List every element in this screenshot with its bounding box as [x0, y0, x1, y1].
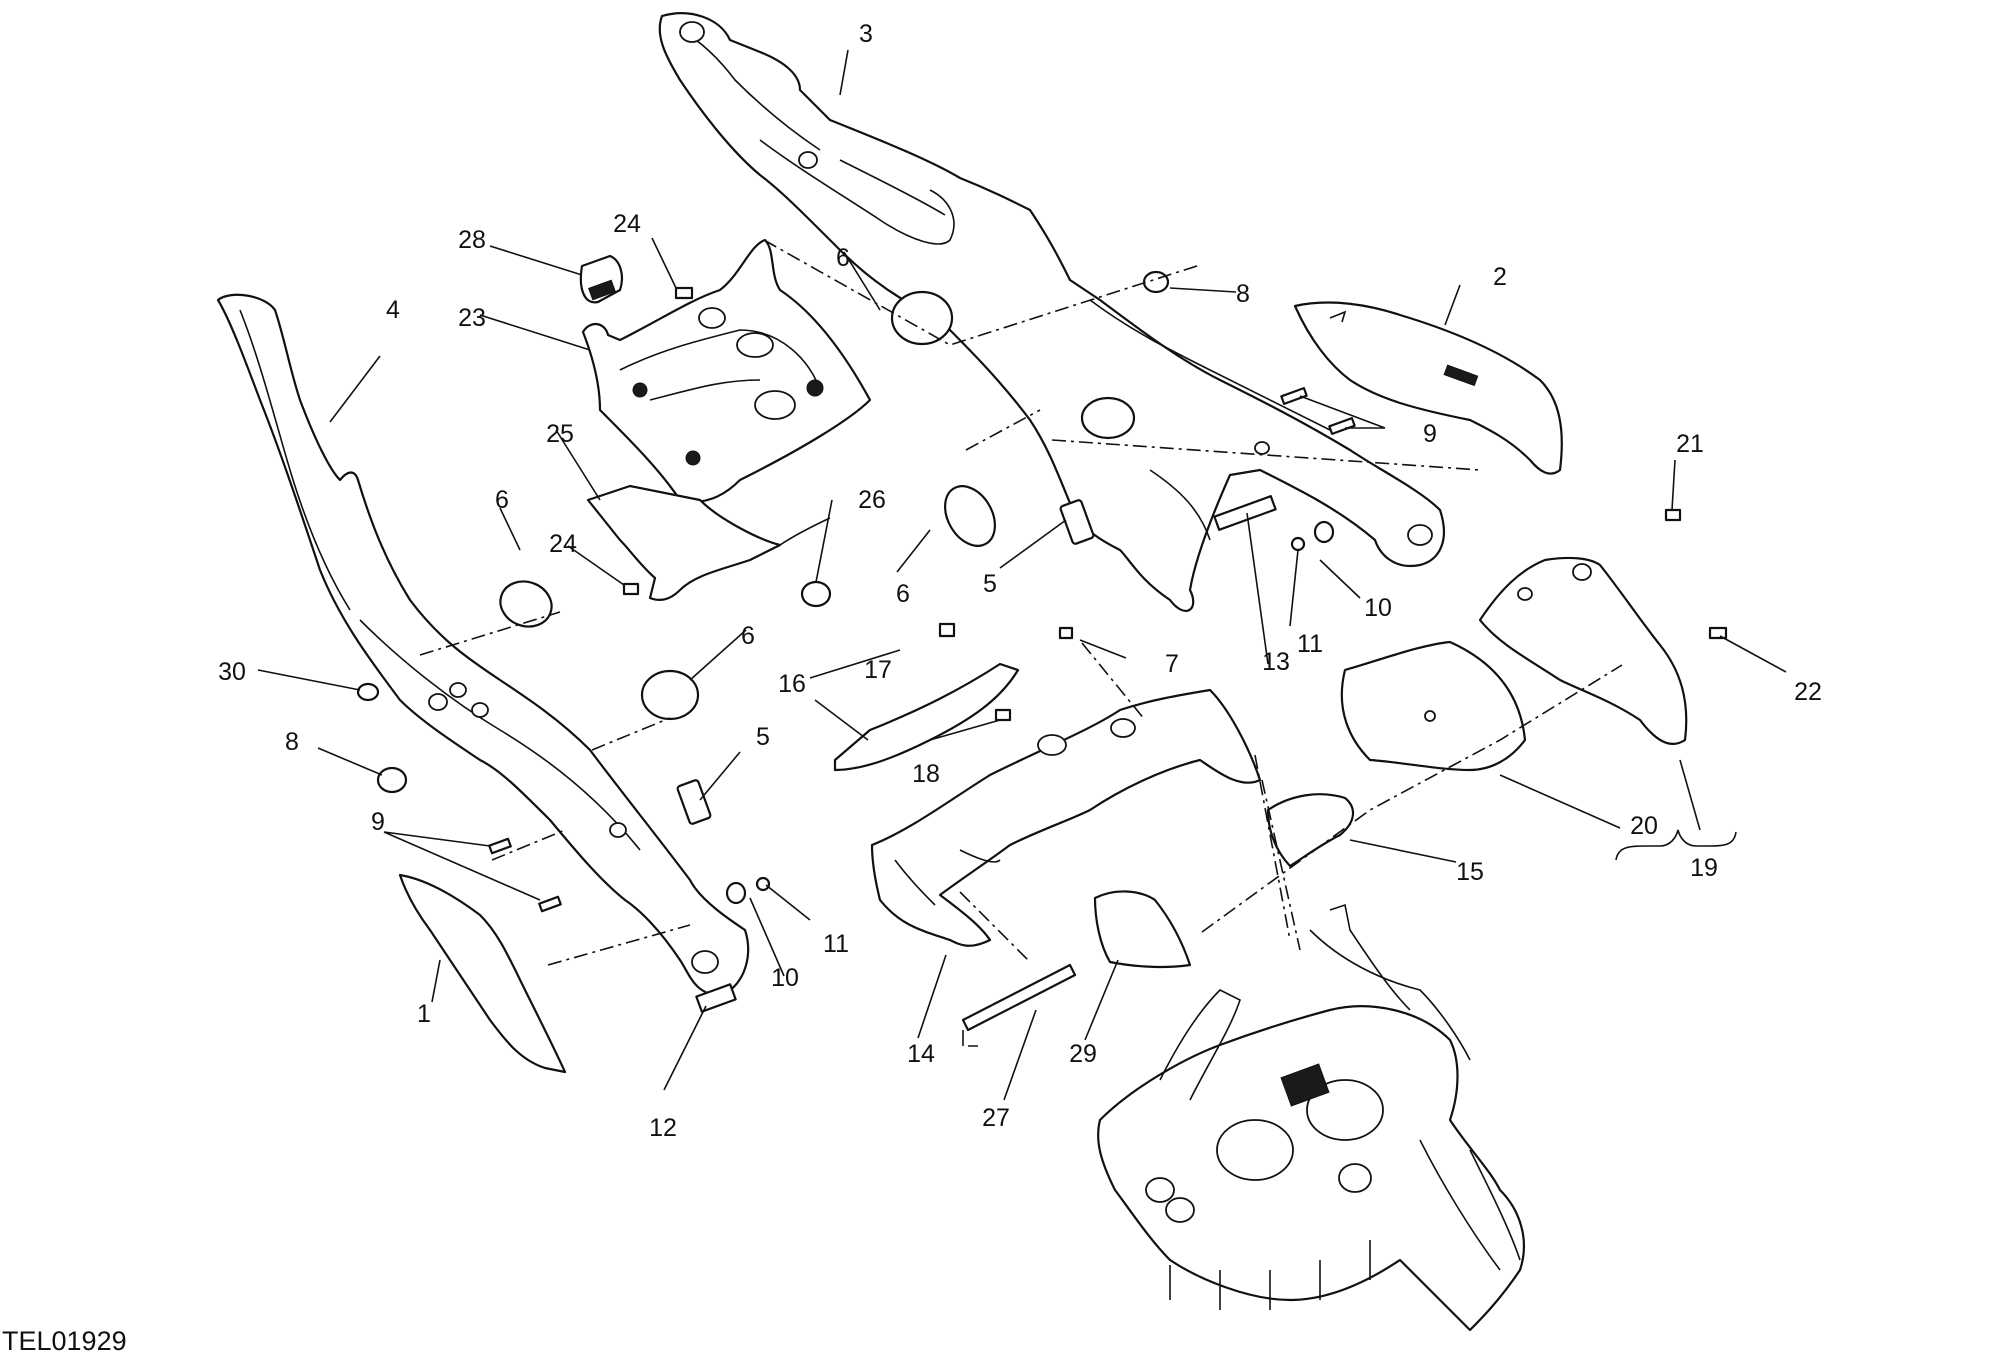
part-9-clip-b: [1328, 417, 1356, 435]
part-30-screw: [356, 682, 380, 702]
part-17-screw: [938, 622, 956, 638]
callout-8b: 8: [285, 728, 299, 756]
callout-23: 23: [458, 304, 486, 332]
part-9-clip-a: [1280, 387, 1308, 405]
callout-9b: 9: [371, 808, 385, 836]
part-20-cover: [1340, 640, 1527, 772]
callout-6a: 6: [836, 244, 850, 272]
part-5-screw-b: [676, 779, 712, 825]
part-8-bush-a: [1142, 270, 1170, 294]
callout-11a: 11: [1297, 630, 1323, 658]
callout-5a: 5: [983, 570, 997, 598]
part-11-nut-a: [1290, 536, 1306, 552]
part-13-insert: [1213, 495, 1277, 531]
callout-2: 2: [1493, 263, 1507, 291]
part-9-clip-d: [538, 895, 562, 913]
part-6-plug-e: [640, 669, 700, 721]
callout-29: 29: [1069, 1040, 1097, 1068]
part-24-screw-a: [674, 286, 694, 300]
part-16-plate: [833, 662, 1020, 772]
part-6-grommet-b: [1080, 396, 1136, 440]
part-18-fastener: [994, 708, 1012, 722]
callout-27: 27: [982, 1104, 1010, 1132]
callout-21: 21: [1676, 430, 1704, 458]
callout-11b: 11: [823, 930, 849, 958]
callout-26: 26: [858, 486, 886, 514]
drawing-id: TEL01929: [2, 1326, 127, 1356]
part-28-cap: [579, 254, 624, 304]
callout-5b: 5: [756, 723, 770, 751]
callout-4: 4: [386, 296, 400, 324]
part-22-screw: [1708, 626, 1728, 640]
callout-17: 17: [864, 656, 892, 684]
callout-6b: 6: [896, 580, 910, 608]
callout-18: 18: [912, 760, 940, 788]
hardware: [356, 270, 1728, 1013]
part-29-pad: [1093, 890, 1192, 969]
part-27-strip: [961, 963, 1077, 1047]
callout-19: 19: [1690, 854, 1718, 882]
callout-7: 7: [1165, 650, 1179, 678]
callout-14: 14: [907, 1040, 935, 1068]
callout-28: 28: [458, 226, 486, 254]
callout-10b: 10: [771, 964, 799, 992]
callout-8a: 8: [1236, 280, 1250, 308]
callout-20: 20: [1630, 812, 1658, 840]
part-6-plug-d: [499, 580, 553, 628]
callout-25: 25: [546, 420, 574, 448]
part-9-clip-c: [488, 837, 512, 855]
callout-24b: 24: [549, 530, 577, 558]
leader-lines: [257, 49, 1787, 1101]
part-26-bush: [800, 580, 832, 608]
callout-15: 15: [1456, 858, 1484, 886]
callout-12: 12: [649, 1114, 677, 1142]
part-10-washer-b: [725, 881, 747, 905]
engine-assembly: [1097, 903, 1525, 1332]
callout-1: 1: [417, 1000, 431, 1028]
part-11-nut-b: [755, 876, 771, 892]
part-23-tray: [581, 238, 872, 503]
part-19-support: [1478, 556, 1688, 746]
part-6-grommet-a: [890, 290, 954, 346]
callout-16: 16: [778, 670, 806, 698]
assembly-lines: [419, 239, 1623, 966]
callout-numbers: 1 2 3 4 5 5 6 6 6 6 7 8 8 9 9 10 10 11 1…: [218, 20, 1822, 1142]
callout-6d: 6: [741, 622, 755, 650]
part-8-bush-b: [376, 766, 408, 794]
callout-9a: 9: [1423, 420, 1437, 448]
part-14-cover: [870, 688, 1262, 947]
part-10-washer-a: [1313, 520, 1335, 544]
part-12-insert: [695, 983, 737, 1013]
part-15-small-cover: [1266, 793, 1355, 868]
callout-13: 13: [1262, 648, 1290, 676]
part-3-upper-frame: [658, 12, 1445, 612]
part-25-bracket: [586, 484, 831, 601]
part-4-left-frame: [216, 293, 750, 997]
callout-30: 30: [218, 658, 246, 686]
part-1-fairing-panel: [398, 873, 567, 1074]
callout-10a: 10: [1364, 594, 1392, 622]
part-21-screw: [1664, 508, 1682, 522]
callout-24a: 24: [613, 210, 641, 238]
part-24-screw-b: [622, 582, 640, 596]
callout-3: 3: [859, 20, 873, 48]
part-2-fairing-panel: [1293, 301, 1563, 475]
part-7-clip: [1058, 626, 1074, 640]
callout-22: 22: [1794, 678, 1822, 706]
callout-6c: 6: [495, 486, 509, 514]
part-6-plug-c: [944, 485, 996, 547]
part-5-screw-a: [1059, 499, 1095, 545]
